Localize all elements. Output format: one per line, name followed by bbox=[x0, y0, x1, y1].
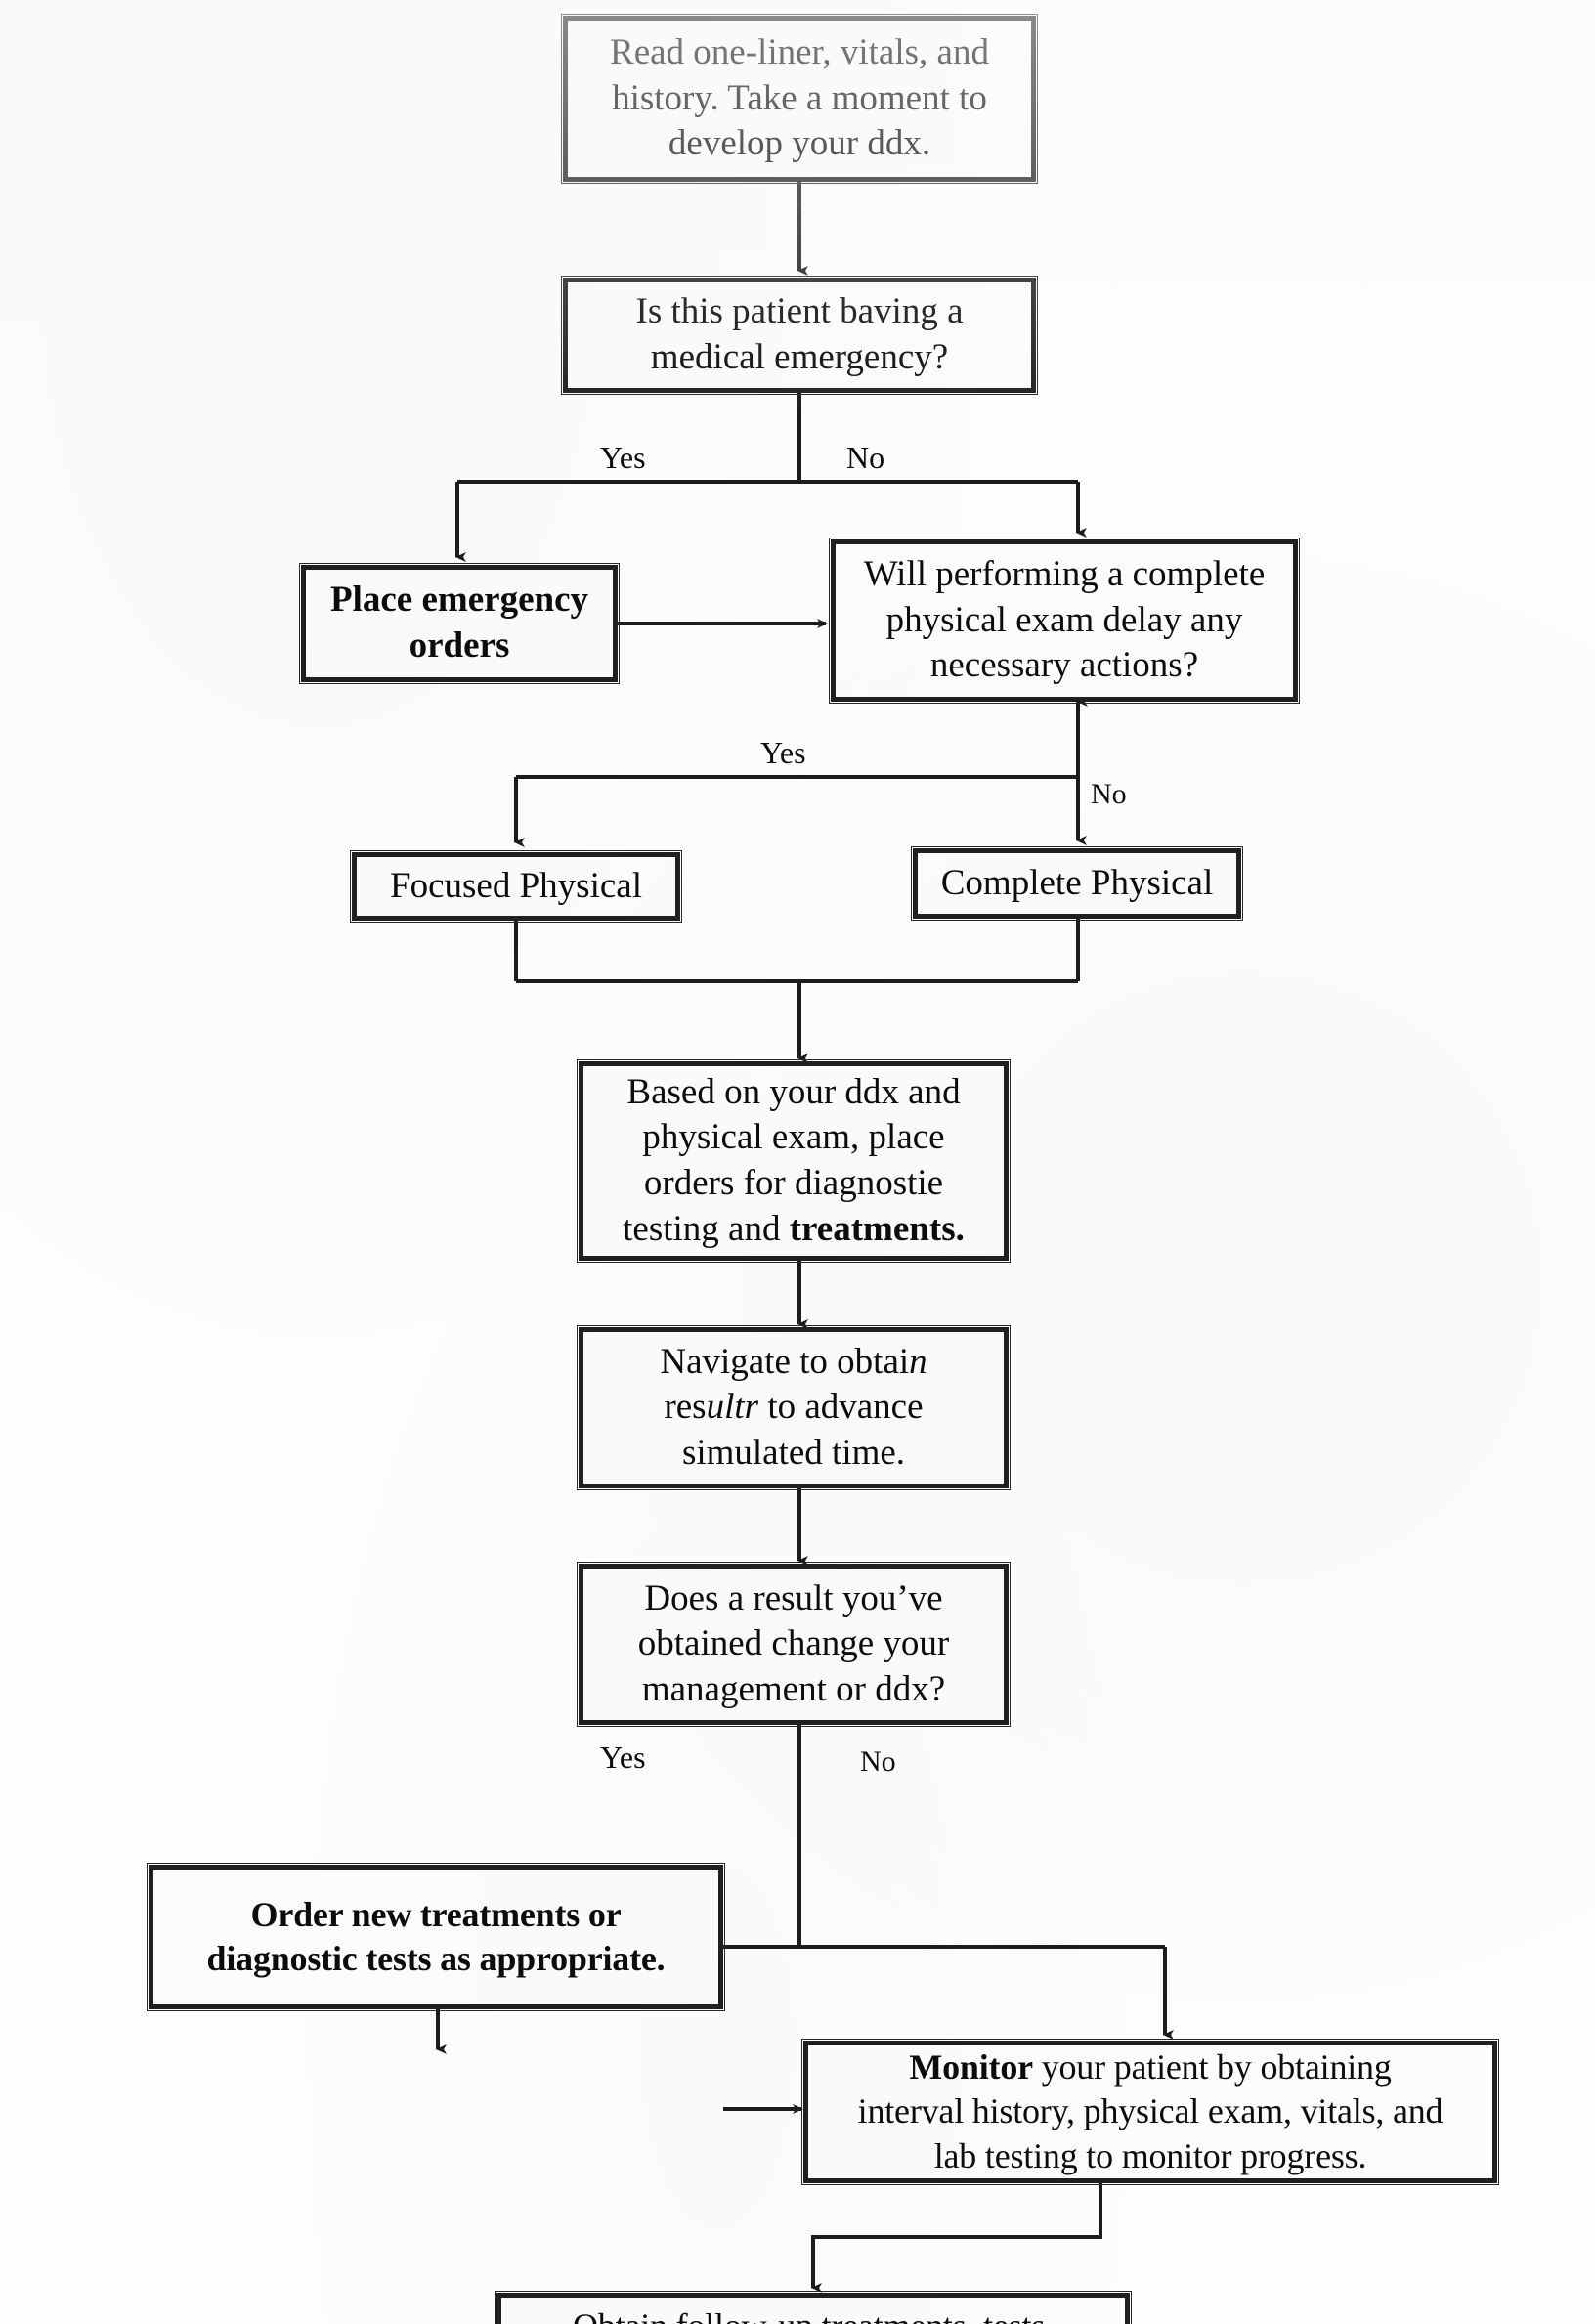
node-place-orders[interactable]: Based on your ddx and physical exam, pla… bbox=[577, 1059, 1011, 1263]
node-delay-question[interactable]: Will performing a complete physical exam… bbox=[829, 538, 1300, 704]
node-read-oneliner[interactable]: Read one-liner, vitals, and history. Tak… bbox=[561, 14, 1038, 184]
node-monitor-patient-text: Monitor your patient by obtaining interv… bbox=[857, 2046, 1444, 2175]
edge-label-emergency-no: No bbox=[846, 440, 885, 475]
node-obtain-followup[interactable]: Obtain follow-up treatments, tests, coun… bbox=[495, 2291, 1132, 2324]
node-monitor-patient[interactable]: Monitor your patient by obtaining interv… bbox=[801, 2039, 1499, 2185]
edge-label-result-no: No bbox=[860, 1745, 896, 1778]
node-place-orders-text: Based on your ddx and physical exam, pla… bbox=[623, 1071, 965, 1249]
edge-label-emergency-yes: Yes bbox=[600, 440, 646, 475]
node-focused-physical[interactable]: Focused Physical bbox=[350, 850, 682, 923]
node-order-new-treatments[interactable]: Order new treatments or diagnostic tests… bbox=[147, 1863, 725, 2011]
node-navigate-results[interactable]: Navigate to obtain resultr to advance si… bbox=[577, 1325, 1011, 1490]
edge-label-result-yes: Yes bbox=[600, 1740, 646, 1775]
node-complete-physical-text: Complete Physical bbox=[940, 862, 1214, 903]
node-emergency-question[interactable]: Is this patient baving a medical emergen… bbox=[561, 276, 1038, 395]
node-read-oneliner-text: Read one-liner, vitals, and history. Tak… bbox=[610, 32, 989, 164]
node-navigate-results-text: Navigate to obtain resultr to advance si… bbox=[660, 1341, 927, 1473]
node-place-emergency-orders-text: Place emergency orders bbox=[330, 580, 588, 666]
node-order-new-treatments-text: Order new treatments or diagnostic tests… bbox=[206, 1894, 666, 1978]
edge-label-delay-yes: Yes bbox=[760, 735, 806, 770]
node-focused-physical-text: Focused Physical bbox=[390, 865, 642, 906]
node-emergency-question-text: Is this patient baving a medical emergen… bbox=[635, 291, 964, 377]
edge-label-delay-no: No bbox=[1091, 778, 1127, 810]
node-delay-question-text: Will performing a complete physical exam… bbox=[863, 554, 1266, 686]
node-place-emergency-orders[interactable]: Place emergency orders bbox=[299, 563, 620, 684]
node-obtain-followup-text: Obtain follow-up treatments, tests, coun… bbox=[511, 2304, 1115, 2324]
edge-monitor-to-followup bbox=[811, 2183, 1102, 2293]
node-complete-physical[interactable]: Complete Physical bbox=[911, 846, 1243, 921]
node-result-question[interactable]: Does a result you’ve obtained change you… bbox=[577, 1562, 1011, 1727]
node-result-question-text: Does a result you’ve obtained change you… bbox=[637, 1577, 950, 1709]
